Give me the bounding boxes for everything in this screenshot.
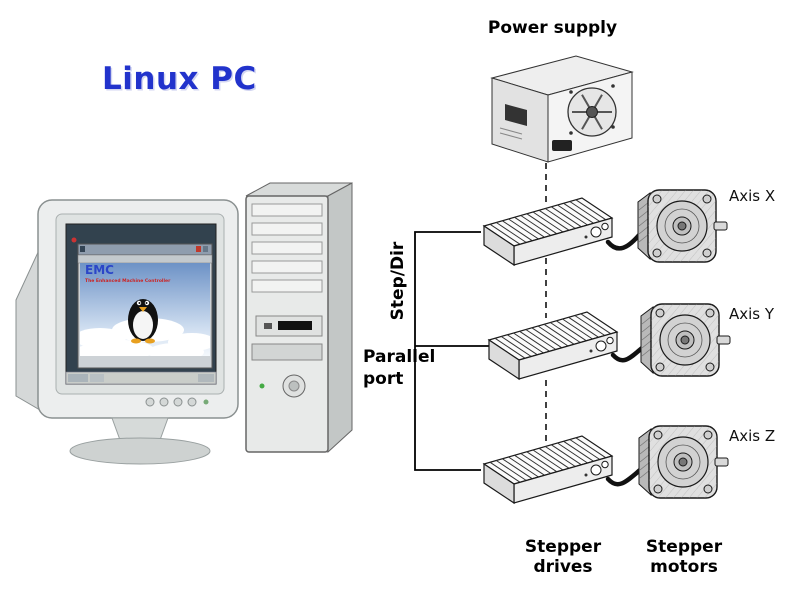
- desktop-icon: [71, 237, 77, 243]
- motor-cable-x: [605, 231, 643, 251]
- monitor-side: [15, 247, 41, 411]
- stepper-motor-z: [638, 425, 729, 499]
- front-panel: [251, 343, 323, 361]
- drive-bay: [251, 241, 323, 255]
- power-supply-illustration: [490, 55, 634, 163]
- window-close-icon: [196, 246, 201, 252]
- psu-switch: [552, 140, 572, 151]
- monitor-base: [69, 437, 211, 465]
- taskbar-button: [90, 374, 104, 382]
- stepper-drive-z: [483, 435, 613, 504]
- fan-icon: [567, 84, 617, 137]
- stepper-motors-label: Stepper motors: [645, 537, 723, 577]
- taskbar: [65, 371, 217, 385]
- axis-z-label: Axis Z: [729, 427, 776, 445]
- drive-bay: [251, 203, 323, 217]
- emc-title: EMC: [85, 263, 114, 277]
- parallel-port-label: Parallel port: [363, 347, 436, 389]
- page-title: Linux PC: [102, 61, 257, 97]
- stepper-drive-y: [488, 311, 618, 380]
- axis-x-label: Axis X: [729, 187, 776, 205]
- drive-bay: [251, 222, 323, 236]
- floppy-eject-button: [264, 323, 272, 329]
- axis-y-label: Axis Y: [729, 305, 775, 323]
- stepper-motor-x: [637, 189, 728, 263]
- stepper-motor-y: [640, 303, 731, 377]
- crt-monitor: [15, 199, 239, 465]
- pc-tower: [245, 182, 353, 454]
- stepper-drive-x: [483, 197, 613, 266]
- power-supply-label: Power supply: [487, 18, 618, 38]
- taskbar-clock: [198, 374, 214, 382]
- drive-bay: [251, 260, 323, 274]
- tower-side: [327, 182, 353, 454]
- emc-subtitle: The Enhanced Machine Controller: [85, 279, 171, 284]
- drive-bay: [251, 279, 323, 293]
- monitor-button: [159, 397, 169, 407]
- window-menu-icon: [80, 246, 85, 252]
- parallel-port-wires: [414, 231, 489, 471]
- motor-cable-z: [605, 467, 643, 487]
- psu-vents: [499, 127, 523, 140]
- window-maximize-icon: [203, 246, 208, 252]
- monitor-button: [187, 397, 197, 407]
- step-dir-label: Step/Dir: [388, 241, 408, 321]
- monitor-button: [173, 397, 183, 407]
- monitor-stand: [111, 417, 169, 441]
- cloud: [80, 344, 115, 356]
- floppy-slot: [278, 321, 312, 330]
- window-toolbar: [77, 254, 213, 264]
- window-titlebar: [77, 243, 213, 256]
- stepper-drives-label: Stepper drives: [524, 537, 602, 577]
- emc-window: [65, 243, 217, 385]
- power-button-inner: [288, 380, 300, 392]
- monitor-power-led: [203, 399, 209, 405]
- tux-penguin-icon: [128, 299, 158, 344]
- tower-power-led: [259, 383, 265, 389]
- taskbar-button: [68, 374, 88, 382]
- monitor-button: [145, 397, 155, 407]
- motor-cable-y: [610, 345, 645, 363]
- clouds-and-penguin: [80, 299, 210, 356]
- psu-connector: [505, 104, 527, 126]
- cloud: [148, 343, 204, 356]
